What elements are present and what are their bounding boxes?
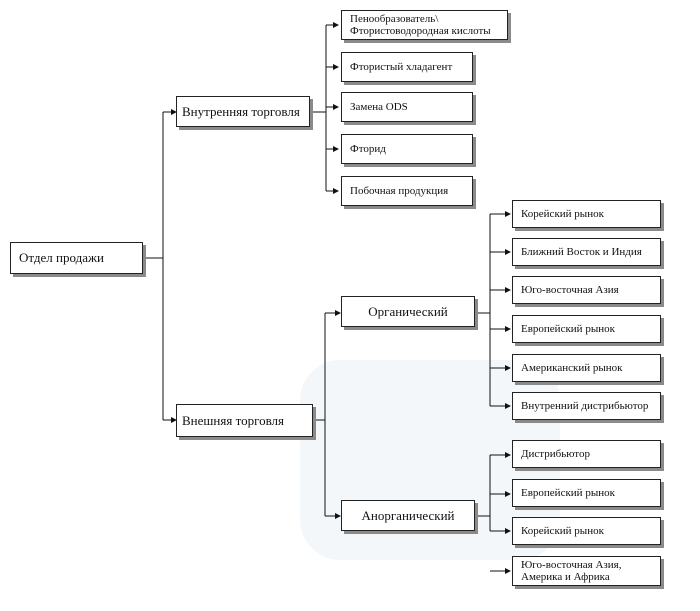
domestic-item: Замена ODS: [341, 92, 473, 122]
domestic-trade-node: Внутренняя торговля: [176, 96, 310, 127]
root-label: Отдел продажи: [19, 250, 104, 265]
organic-node: Органический: [341, 296, 475, 327]
market-label: Европейский рынок: [521, 487, 615, 499]
inorganic-market-item: Дистрибьютор: [512, 440, 661, 468]
domestic-item: Пенообразователь\ Фтористоводородная кис…: [341, 10, 508, 40]
domestic-item-label: Фторид: [350, 143, 386, 155]
inorganic-label: Анорганический: [361, 507, 455, 523]
organic-market-item: Американский рынок: [512, 354, 661, 382]
foreign-trade-label: Внешняя торговля: [182, 412, 285, 428]
market-label: Дистрибьютор: [521, 448, 590, 460]
organic-market-item: Внутренний дистрибьютор: [512, 392, 661, 420]
organic-label: Органический: [368, 303, 448, 319]
domestic-item-label: Замена ODS: [350, 101, 408, 113]
market-label: Юго-восточная Азия, Америка и Африка: [521, 559, 622, 583]
organic-market-item: Европейский рынок: [512, 315, 661, 343]
inorganic-market-item: Юго-восточная Азия, Америка и Африка: [512, 556, 661, 586]
market-label: Европейский рынок: [521, 323, 615, 335]
domestic-item: Побочная продукция: [341, 176, 473, 206]
domestic-item-label: Пенообразователь\ Фтористоводородная кис…: [350, 13, 491, 37]
root-node: Отдел продажи: [10, 242, 143, 274]
inorganic-market-item: Корейский рынок: [512, 517, 661, 545]
inorganic-node: Анорганический: [341, 500, 475, 531]
organic-market-item: Корейский рынок: [512, 200, 661, 228]
organic-market-item: Ближний Восток и Индия: [512, 238, 661, 266]
domestic-item-label: Побочная продукция: [350, 185, 449, 197]
market-label: Юго-восточная Азия: [521, 284, 619, 296]
domestic-item: Фтористый хладагент: [341, 52, 473, 82]
domestic-item-label: Фтористый хладагент: [350, 61, 453, 73]
domestic-item: Фторид: [341, 134, 473, 164]
market-label: Корейский рынок: [521, 208, 604, 220]
inorganic-market-item: Европейский рынок: [512, 479, 661, 507]
domestic-trade-label: Внутренняя торговля: [182, 103, 300, 119]
market-label: Внутренний дистрибьютор: [521, 400, 649, 412]
organic-market-item: Юго-восточная Азия: [512, 276, 661, 304]
foreign-trade-node: Внешняя торговля: [176, 404, 313, 437]
market-label: Ближний Восток и Индия: [521, 246, 642, 258]
market-label: Американский рынок: [521, 362, 623, 374]
market-label: Корейский рынок: [521, 525, 604, 537]
